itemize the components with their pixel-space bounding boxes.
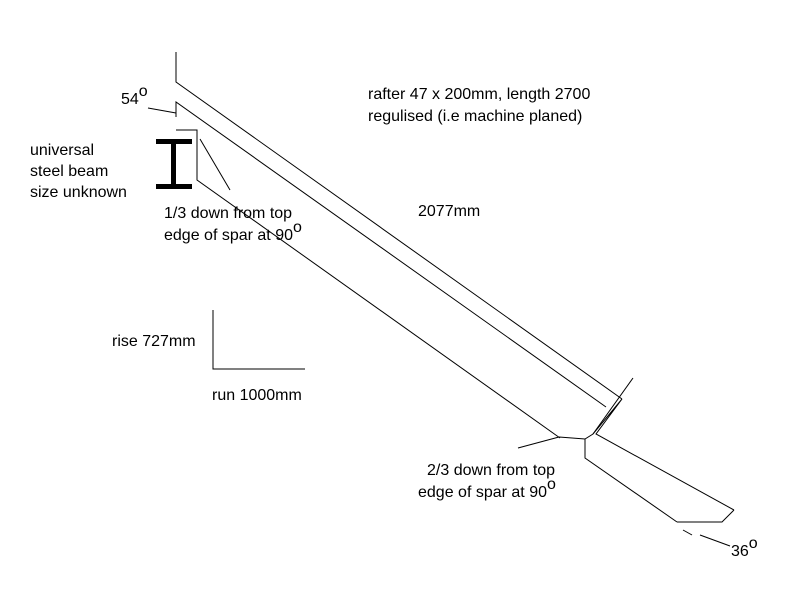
rafter-inner-line (175, 101, 607, 408)
rafter-top-edge (175, 52, 623, 400)
bottom-notch-label-line1: 2/3 down from top (427, 462, 555, 479)
beam-label-line3: size unknown (30, 184, 127, 201)
rafter-bottom-edge (176, 129, 561, 439)
angle-top-label: 54o (121, 83, 148, 108)
rafter-spec-line2: regulised (i.e machine planed) (368, 108, 582, 125)
bottom-notch-tick (592, 377, 634, 435)
top-notch-diagonal (199, 138, 231, 191)
rise-label: rise 727mm (112, 333, 196, 350)
bottom-notch-lines (558, 398, 735, 511)
steel-beam-icon (156, 139, 192, 189)
length-label: 2077mm (418, 203, 480, 220)
top-notch-label-line2: edge of spar at 90o (164, 219, 302, 244)
bottom-notch-leader (517, 436, 560, 449)
angle-bottom-label: 36o (731, 535, 758, 560)
beam-label-line1: universal (30, 142, 94, 159)
angle-bottom-leader (699, 534, 731, 547)
bottom-notch-label-line2: edge of spar at 90o (418, 476, 556, 501)
run-label: run 1000mm (212, 387, 302, 404)
rise-run-indicator (212, 310, 305, 370)
top-notch-label-line1: 1/3 down from top (164, 205, 292, 222)
angle-top-leader (147, 107, 177, 114)
rafter-lower-edge (584, 439, 678, 523)
rafter-spec-line1: rafter 47 x 200mm, length 2700 (368, 86, 590, 103)
beam-label-line2: steel beam (30, 163, 108, 180)
angle-bottom-dash (682, 529, 693, 536)
rafter-tail-cut (677, 509, 735, 523)
